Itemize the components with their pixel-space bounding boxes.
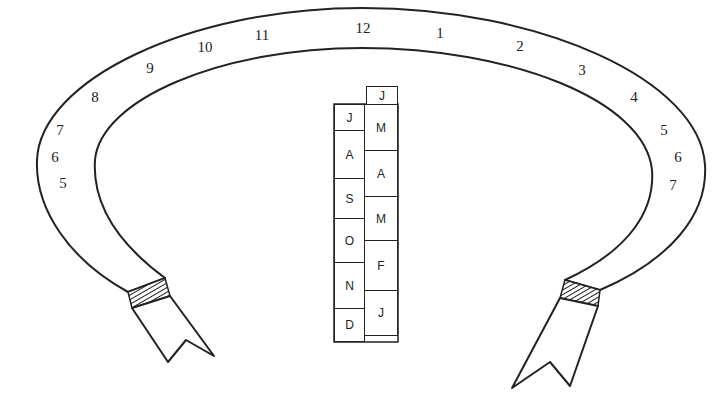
month-letter: F [377, 260, 384, 272]
month-box: M [364, 104, 398, 151]
hour-number: 3 [578, 63, 586, 78]
month-letter: O [345, 235, 354, 247]
hour-number: 7 [669, 178, 677, 193]
month-letter: A [377, 168, 385, 180]
hour-number: 7 [56, 123, 64, 138]
hour-number: 5 [660, 123, 668, 138]
hour-number: 5 [59, 176, 67, 191]
month-box: A [334, 130, 365, 179]
hour-number: 8 [91, 90, 99, 105]
month-box: A [364, 150, 398, 197]
month-box: J [366, 86, 398, 105]
hour-number: 6 [51, 150, 59, 165]
ribbon-tail-left [132, 296, 214, 362]
month-letter: N [345, 280, 354, 292]
month-frame [334, 104, 398, 342]
month-letter: D [345, 319, 354, 331]
month-box: N [334, 262, 365, 309]
ribbon-band [37, 8, 705, 292]
hour-number: 6 [674, 150, 682, 165]
month-box: F [364, 240, 398, 291]
ribbon-tail-right [512, 298, 598, 388]
month-box: O [334, 218, 365, 263]
hour-number: 9 [146, 61, 154, 76]
month-box: S [334, 178, 365, 219]
month-letter: J [378, 307, 384, 319]
month-box: J [364, 290, 398, 336]
hour-number: 2 [516, 39, 524, 54]
hour-number: 11 [255, 28, 269, 43]
month-letter: J [347, 112, 353, 124]
hour-number: 4 [630, 90, 638, 105]
month-box: J [334, 104, 365, 131]
month-letter: A [345, 149, 353, 161]
month-box: M [364, 196, 398, 241]
month-letter: S [345, 193, 353, 205]
hour-number: 10 [198, 40, 213, 55]
month-letter: J [379, 90, 385, 102]
hour-number: 12 [356, 21, 371, 36]
month-letter: M [376, 213, 386, 225]
hour-number: 1 [436, 26, 444, 41]
month-box: D [334, 308, 365, 342]
month-letter: M [376, 122, 386, 134]
